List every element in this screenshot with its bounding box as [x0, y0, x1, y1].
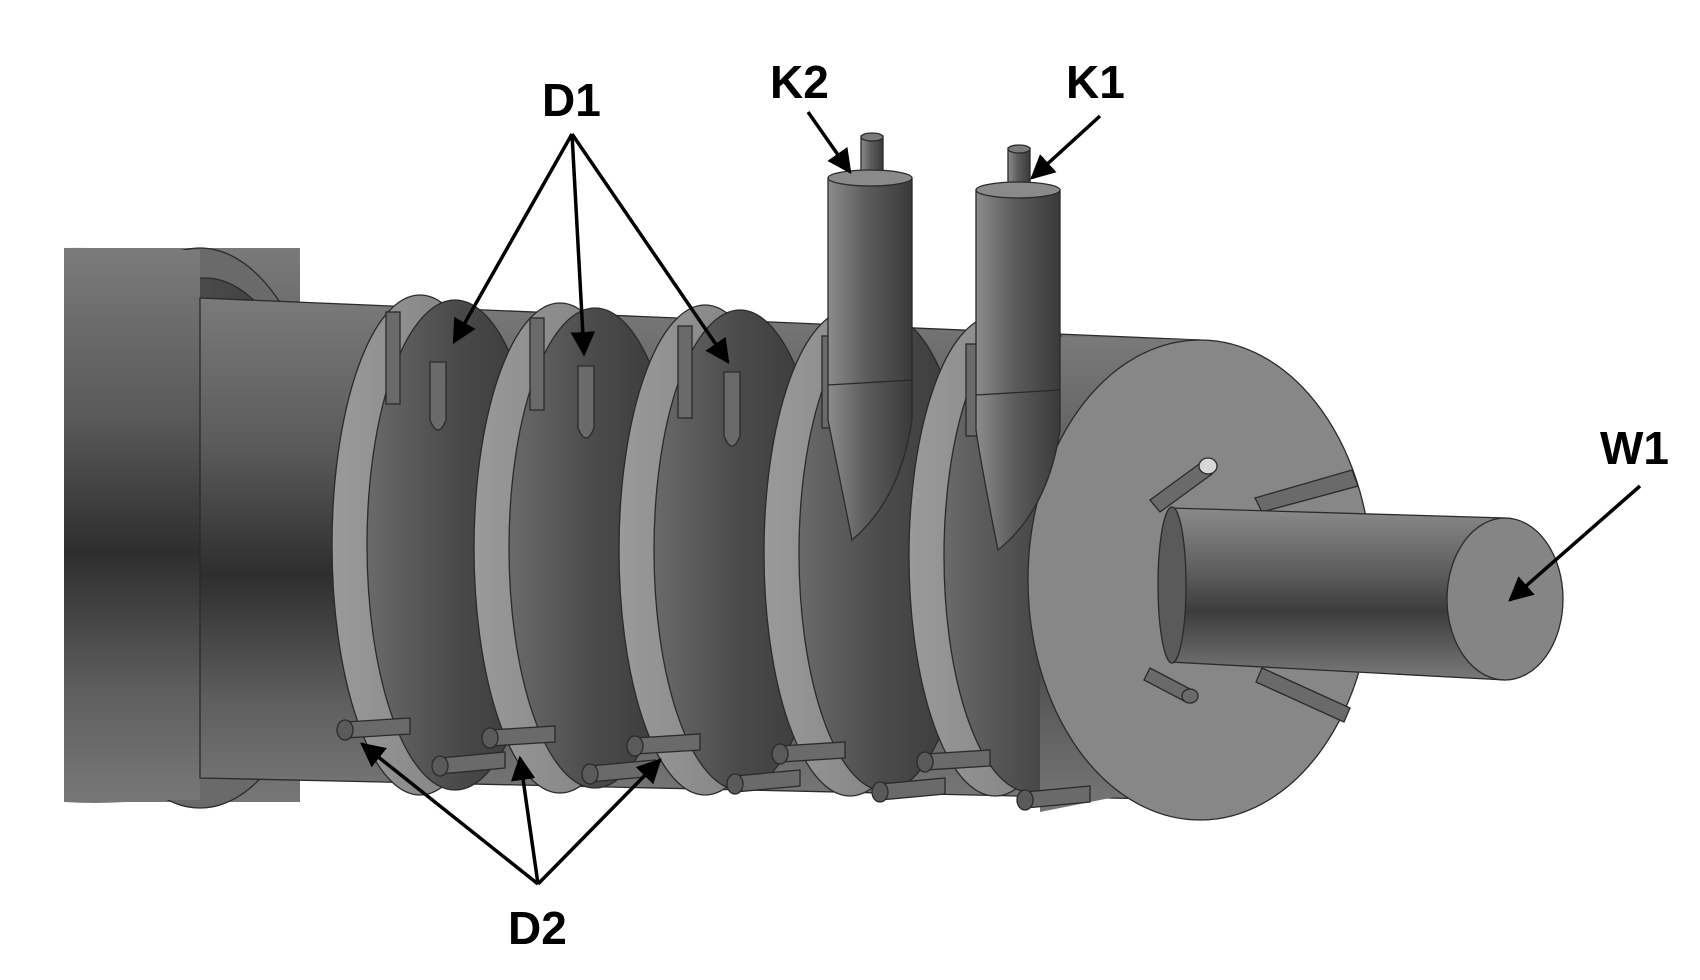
- d2-pin-3-tip: [481, 727, 499, 749]
- k2-nozzle: [827, 132, 913, 542]
- label-w1: W1: [1600, 422, 1669, 474]
- k2-nozzle-body: [827, 177, 913, 542]
- d2-pin-2-tip: [431, 755, 449, 777]
- label-d2: D2: [508, 902, 567, 954]
- d2-pin-4-tip: [581, 763, 599, 785]
- d2-pin-7: [779, 741, 846, 763]
- d2-pin-8-tip: [871, 781, 889, 803]
- k1-nozzle-stem-top: [1007, 144, 1031, 154]
- d2-pin-6-tip: [726, 773, 744, 795]
- k2-nozzle-top: [827, 169, 913, 187]
- d1-pin-back-3: [677, 325, 693, 419]
- d2-pin-3: [489, 725, 556, 747]
- k1-nozzle-seam: [975, 389, 1061, 396]
- d1-pin-3: [723, 371, 741, 447]
- d1-pin-1: [429, 361, 447, 431]
- k1-nozzle-top: [975, 181, 1061, 199]
- label-k1: K1: [1066, 56, 1125, 108]
- k2-nozzle-stem-top: [860, 132, 884, 142]
- k2-leader: [806, 110, 852, 175]
- d2-pin-9: [924, 749, 991, 771]
- d1-leader-3: [570, 133, 730, 365]
- end-face-spokes: [1143, 457, 1359, 723]
- output-shaft-end-face: [1446, 517, 1564, 681]
- d2-pin-7-tip: [771, 743, 789, 765]
- d2-pin-1-tip: [336, 719, 354, 741]
- d2-pin-10-tip: [1016, 789, 1034, 811]
- d1-pin-2: [577, 365, 595, 439]
- k2-nozzle-seam: [827, 379, 913, 386]
- spoke-lower-left-tip: [1181, 688, 1199, 704]
- label-d1: D1: [542, 74, 601, 126]
- spoke-upper-right: [1254, 469, 1359, 513]
- d2-leader-2: [510, 755, 540, 885]
- d2-pin-9-tip: [916, 751, 934, 773]
- label-k2: K2: [770, 56, 829, 108]
- d1-leader-1: [452, 133, 574, 345]
- d2-pin-1: [344, 717, 411, 739]
- d2-pins: [336, 717, 1091, 811]
- turbine-body: [64, 132, 1564, 821]
- spoke-lower-right: [1255, 667, 1351, 723]
- d2-pin-5: [634, 733, 701, 755]
- k1-nozzle: [975, 144, 1061, 552]
- d1-leader-2: [570, 133, 596, 357]
- d2-pin-5-tip: [626, 735, 644, 757]
- k1-nozzle-body: [975, 189, 1061, 552]
- w1-leader: [1508, 484, 1642, 602]
- d1-pin-back-2: [529, 317, 545, 411]
- callouts: D1 K2 K1 W1 D2: [360, 56, 1669, 954]
- d2-leader-3: [536, 758, 662, 886]
- spoke-upper-left: [1149, 461, 1213, 513]
- d2-leader-1: [360, 742, 540, 886]
- d1-pin-back-1: [385, 311, 401, 405]
- output-shaft-hub: [1157, 506, 1187, 664]
- housing-shell: [64, 250, 200, 800]
- spoke-upper-left-tip: [1198, 457, 1218, 475]
- k1-leader: [1030, 114, 1102, 180]
